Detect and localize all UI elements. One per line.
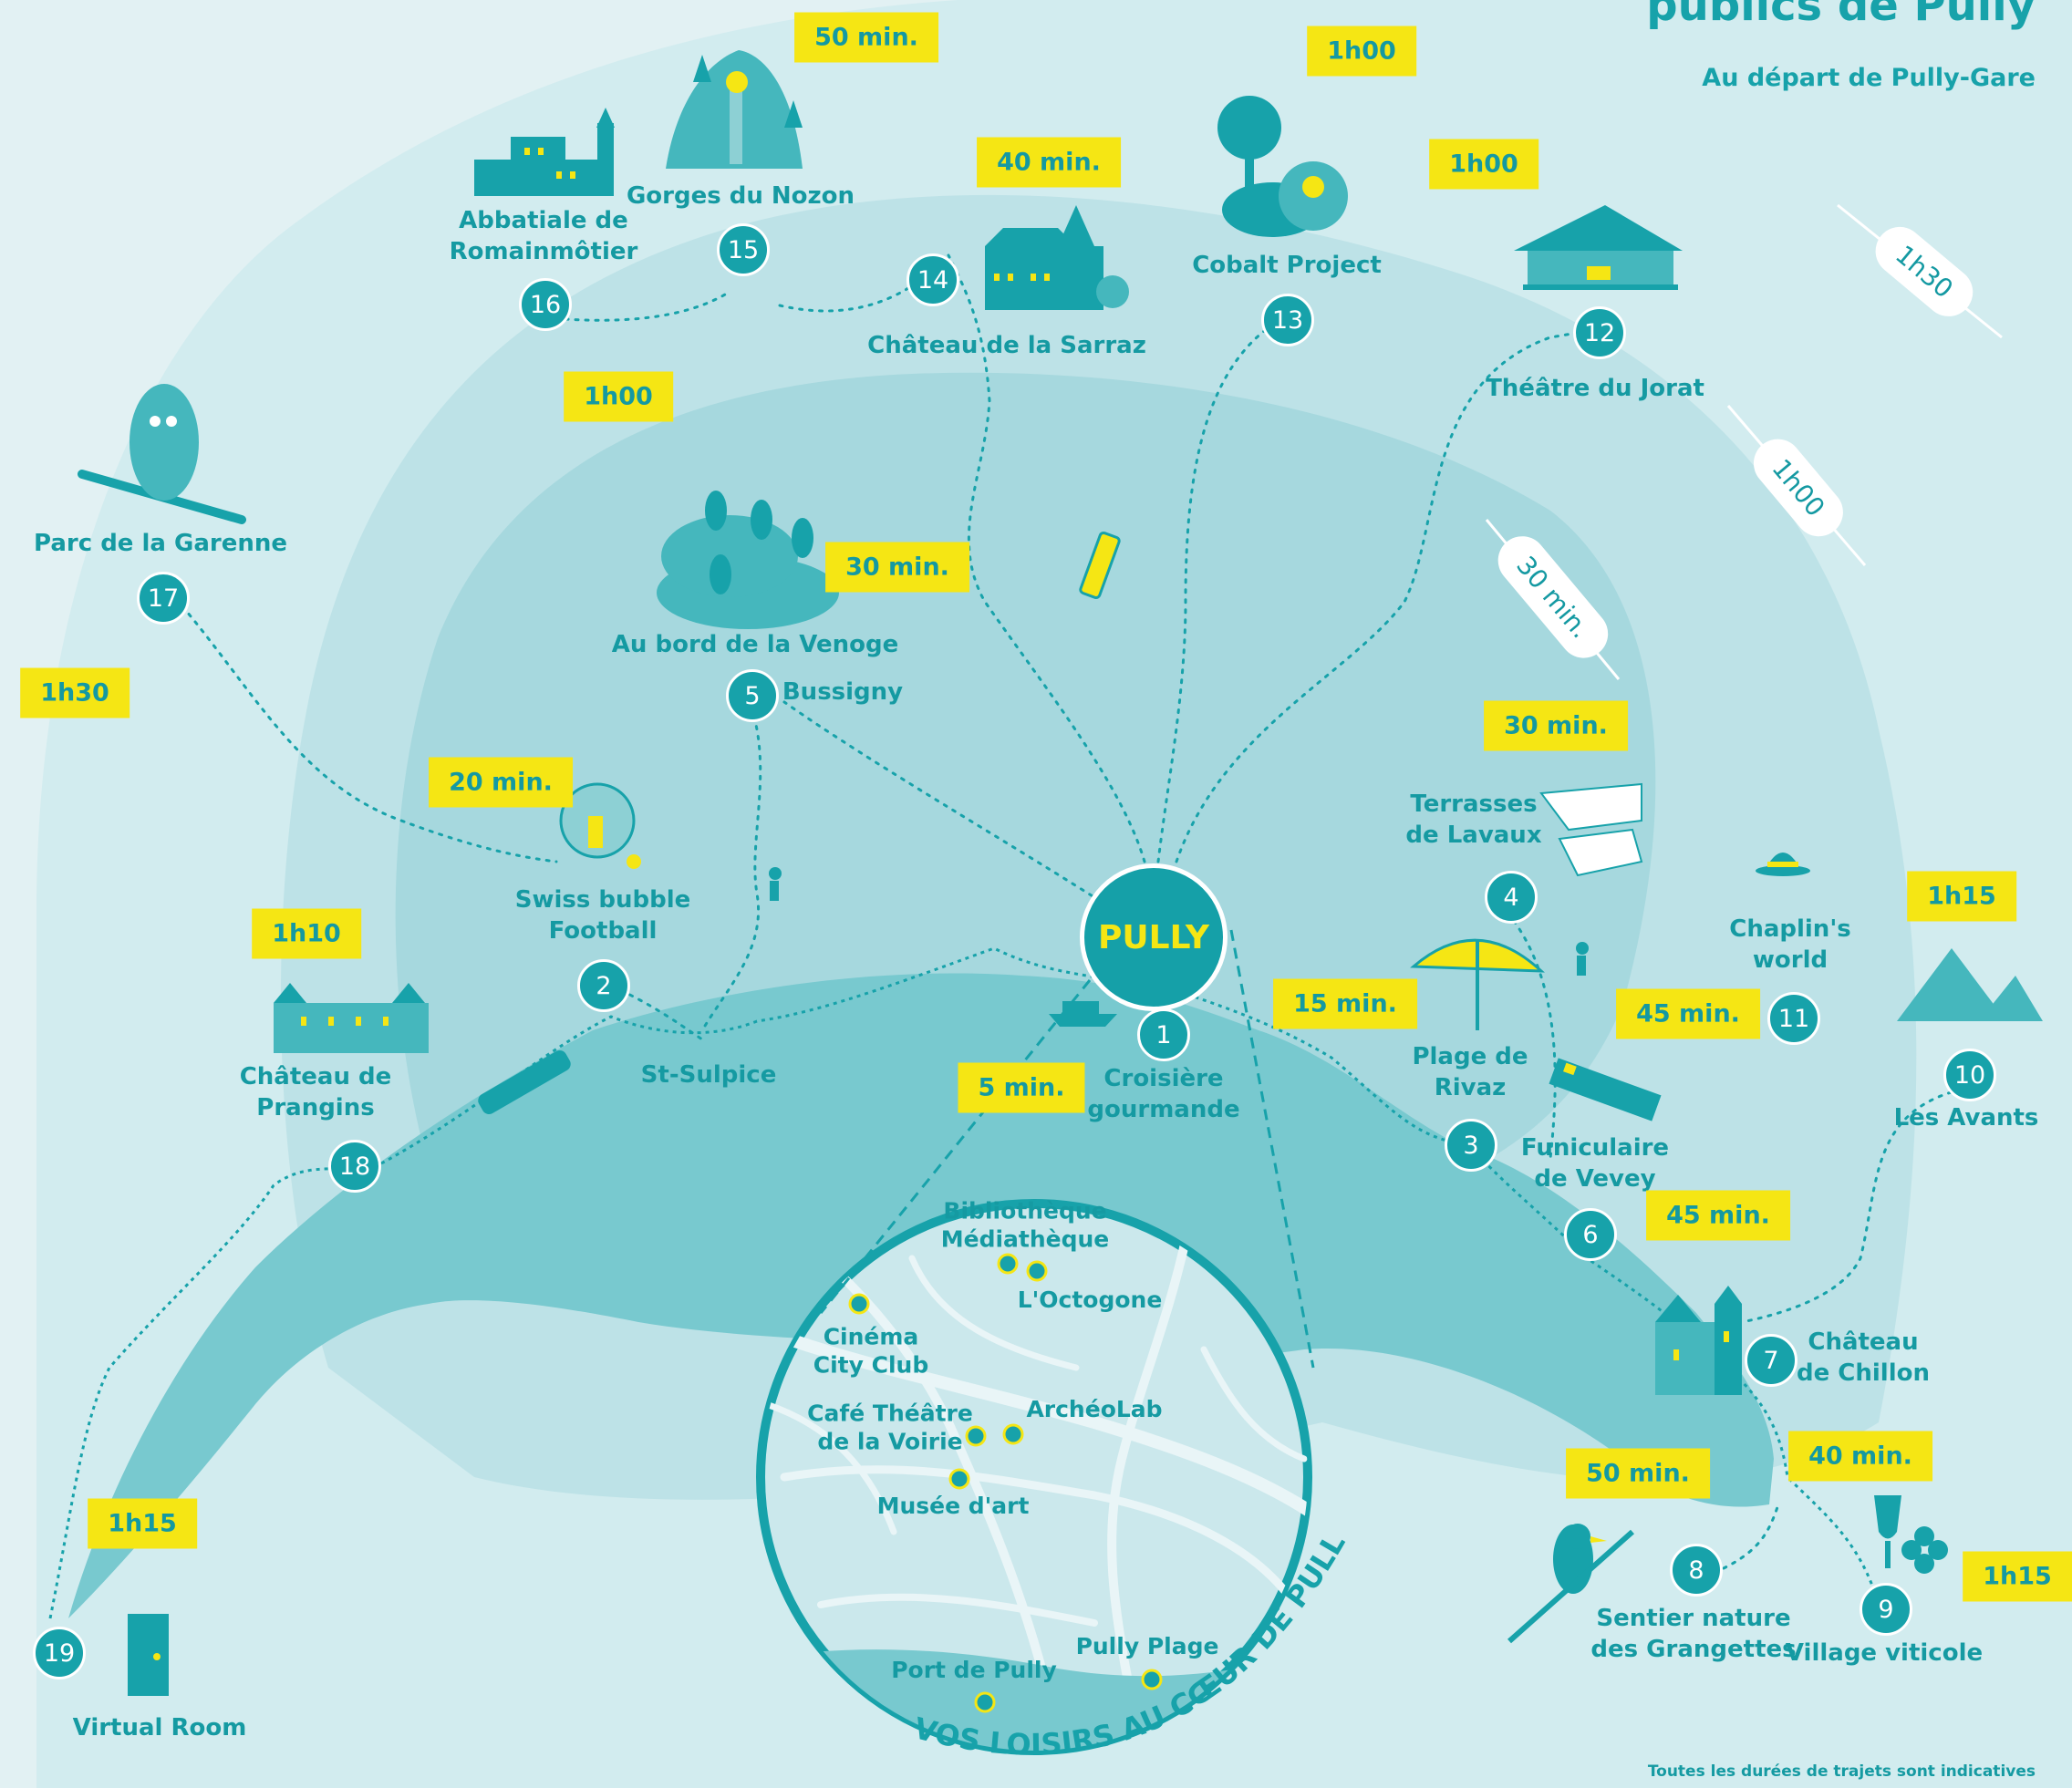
time-bubble-10: 1h15 [1907, 871, 2016, 922]
pictogram-chillon-icon [1655, 1286, 1742, 1395]
place-name-12: Théâtre du Jorat [1486, 375, 1704, 403]
pully-shore [761, 1649, 1308, 1751]
time-bubble-5: 30 min. [825, 542, 969, 593]
place-marker-6[interactable]: 6 [1564, 1208, 1617, 1261]
time-bubble-4: 30 min. [1484, 700, 1628, 751]
place-marker-5[interactable]: 5 [726, 669, 779, 722]
stop-st-sulpice: St-Sulpice [640, 1061, 777, 1090]
pully-inset-dots [848, 1253, 1163, 1713]
inset-label-octogone: L'Octogone [1017, 1286, 1163, 1313]
time-bubble-19: 1h15 [88, 1498, 197, 1549]
place-name-10: Les Avants [1893, 1104, 2039, 1132]
time-bubble-6: 45 min. [1646, 1190, 1790, 1241]
pictogram-cobalt-icon [1217, 96, 1348, 237]
place-marker-9[interactable]: 9 [1860, 1583, 1912, 1636]
pictogram-mountain-icon [1897, 948, 2043, 1021]
map-subtitle: Au départ de Pully-Gare [1702, 64, 2036, 92]
pictogram-theatre-icon [1514, 205, 1683, 290]
time-bubble-1: 5 min. [958, 1062, 1085, 1113]
place-marker-14[interactable]: 14 [906, 253, 959, 306]
pictogram-boat-icon [1049, 1001, 1117, 1027]
pully-center-marker[interactable]: PULLY [1080, 863, 1228, 1011]
pictogram-door-icon [128, 1614, 169, 1696]
time-bubble-14: 40 min. [977, 137, 1121, 188]
place-marker-15[interactable]: 15 [717, 223, 770, 276]
pictogram-gorge-icon [666, 50, 803, 169]
time-bubble-8: 50 min. [1566, 1448, 1710, 1499]
pictogram-wine-icon [1874, 1495, 1948, 1574]
place-name-17: Parc de la Garenne [34, 530, 287, 558]
time-bubble-16: 1h00 [564, 371, 673, 422]
pictogram-hat-icon [1756, 853, 1810, 876]
time-bubble-12: 1h00 [1429, 139, 1538, 190]
time-bubble-11: 45 min. [1616, 988, 1760, 1039]
inset-label-musee: Musée d'art [876, 1492, 1030, 1519]
place-name-5: Au bord de la Venoge [611, 631, 899, 659]
time-bubble-17: 1h30 [20, 667, 130, 718]
place-name-14: Château de la Sarraz [867, 332, 1146, 360]
pictogram-lavaux-icon [1539, 782, 1643, 877]
time-bubble-18: 1h10 [252, 908, 361, 959]
place-marker-11[interactable]: 11 [1767, 992, 1820, 1045]
pictogram-bus-icon [1079, 531, 1121, 600]
place-marker-7[interactable]: 7 [1745, 1334, 1797, 1387]
place-marker-16[interactable]: 16 [519, 278, 572, 331]
pictogram-train-icon [478, 1050, 571, 1114]
pictogram-bird-icon [1507, 1524, 1634, 1644]
time-bubble-9: 1h15 [1963, 1551, 2072, 1602]
pictogram-prangins-icon [274, 983, 429, 1053]
place-marker-18[interactable]: 18 [328, 1140, 381, 1193]
time-bubble-2: 20 min. [429, 757, 573, 808]
place-marker-2[interactable]: 2 [577, 959, 630, 1012]
place-name-19: Virtual Room [72, 1714, 247, 1742]
place-marker-12[interactable]: 12 [1573, 306, 1626, 359]
inset-label-port: Port de Pully [891, 1656, 1057, 1683]
routes [181, 253, 1963, 1570]
map-title: publics de Pully [1646, 0, 2036, 31]
stop-bussigny: Bussigny [782, 678, 904, 707]
inset-label-archeolab: ArchéoLab [1026, 1395, 1163, 1422]
pictogram-umbrella-icon [1410, 938, 1545, 1030]
pictogram-hiker-icon [769, 867, 1589, 976]
time-bubble-7: 40 min. [1788, 1431, 1932, 1482]
place-marker-17[interactable]: 17 [137, 572, 190, 625]
pictogram-bubble-icon [559, 782, 641, 869]
pictogram-castle-sarraz-icon [985, 205, 1129, 310]
place-name-9: Village viticole [1785, 1639, 1984, 1668]
place-marker-13[interactable]: 13 [1261, 294, 1314, 346]
footnote: Toutes les durées de trajets sont indica… [1647, 1762, 2036, 1781]
pictogram-owl-icon [78, 384, 246, 524]
place-marker-19[interactable]: 19 [33, 1627, 86, 1679]
pictogram-abbey-icon [474, 108, 615, 196]
time-bubble-13: 1h00 [1307, 26, 1416, 77]
time-bubble-15: 50 min. [794, 12, 938, 63]
inset-label-pully-plage: Pully Plage [1075, 1632, 1219, 1659]
pictogram-funicular-icon [1549, 1058, 1662, 1121]
pictogram-venoge-icon [657, 491, 839, 629]
place-marker-10[interactable]: 10 [1943, 1049, 1996, 1101]
time-bubble-3: 15 min. [1273, 978, 1417, 1029]
place-name-13: Cobalt Project [1192, 252, 1382, 280]
place-name-15: Gorges du Nozon [626, 182, 855, 211]
place-marker-1[interactable]: 1 [1137, 1008, 1190, 1061]
place-marker-4[interactable]: 4 [1485, 871, 1538, 924]
place-marker-8[interactable]: 8 [1670, 1544, 1723, 1597]
place-marker-3[interactable]: 3 [1445, 1119, 1497, 1172]
